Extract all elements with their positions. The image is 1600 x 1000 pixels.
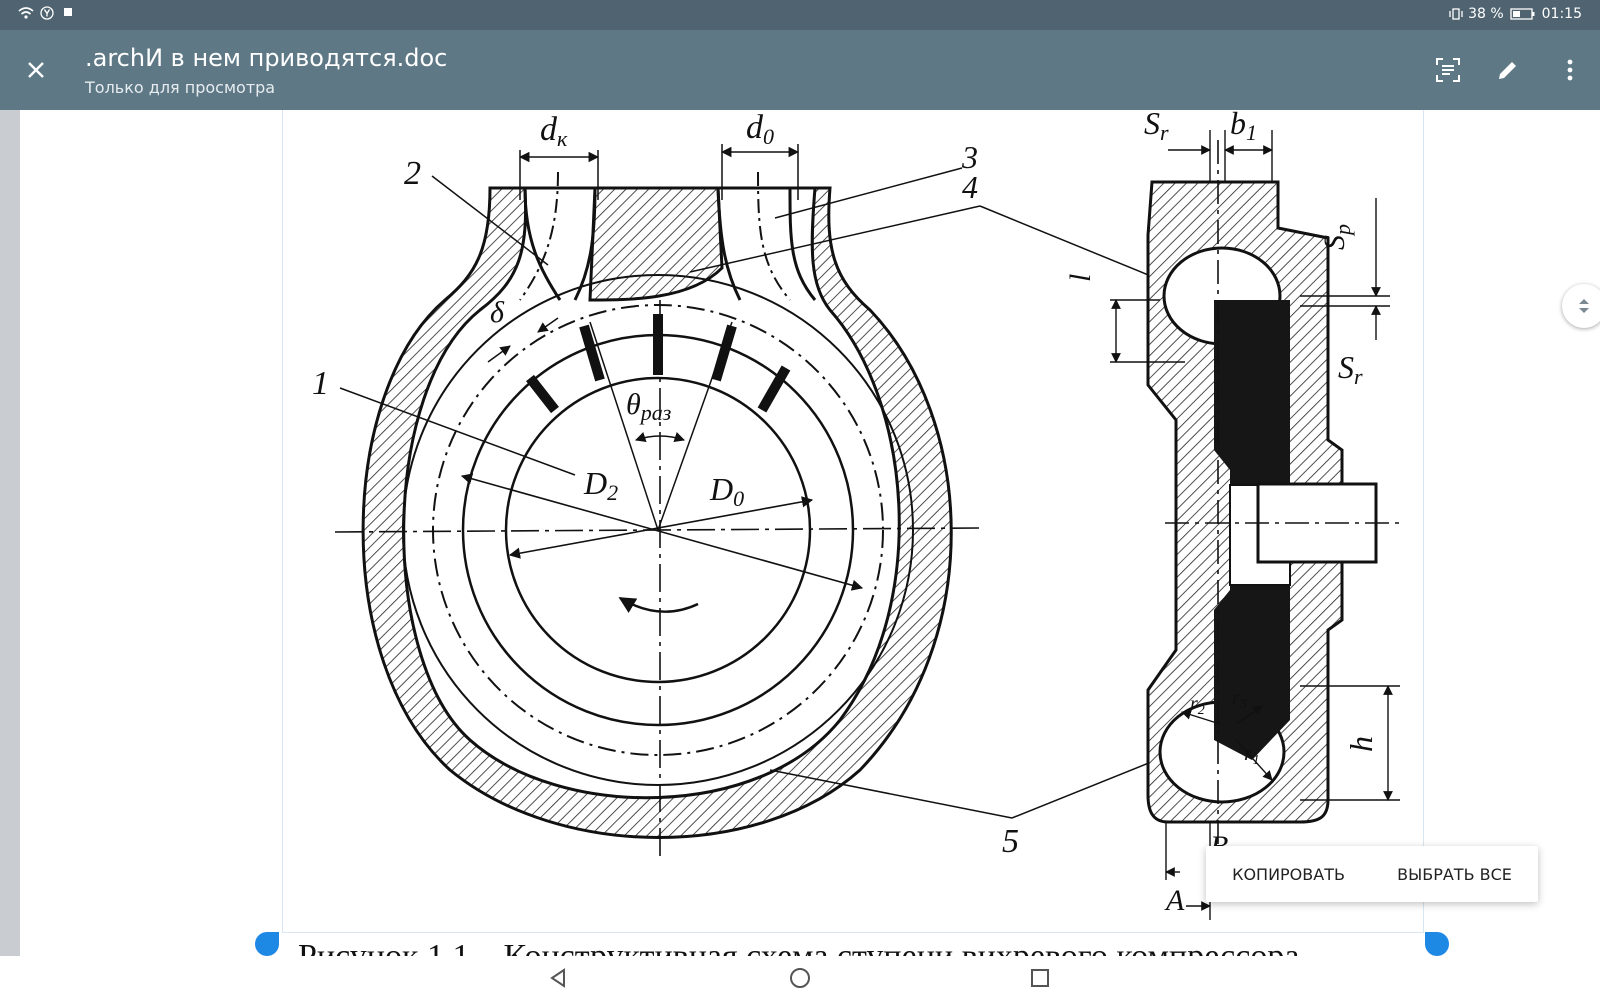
more-options-button[interactable] (1548, 48, 1592, 92)
notification-icon (62, 6, 76, 20)
document-mode: Только для просмотра (85, 78, 276, 97)
battery-percent: 38 % (1468, 6, 1504, 22)
casing-side-section (1110, 130, 1400, 920)
text-recognition-icon (1436, 58, 1460, 82)
label-r3: r3 (1232, 687, 1247, 712)
label-Sp: Sp (1318, 224, 1355, 250)
selection-handle-start[interactable] (255, 932, 279, 956)
yandex-icon (40, 6, 54, 20)
close-button[interactable] (14, 48, 58, 92)
label-3: 3 (961, 139, 978, 175)
label-dk: dк (540, 111, 568, 151)
select-all-button[interactable]: ВЫБРАТЬ ВСЕ (1397, 864, 1512, 884)
label-Sr-top: Sr (1144, 110, 1169, 145)
label-r2: r2 (1190, 693, 1205, 718)
wifi-icon (18, 6, 34, 20)
text-recognition-button[interactable] (1426, 48, 1470, 92)
recents-square-icon (1031, 969, 1049, 987)
label-delta: δ (490, 296, 505, 329)
label-2: 2 (404, 155, 421, 192)
close-icon (28, 62, 44, 78)
home-circle-icon (790, 968, 810, 988)
label-theta: θраз (626, 388, 671, 425)
status-left-icons (18, 6, 76, 20)
app-bar: .archИ в нем приводятся.doc Только для п… (0, 30, 1600, 110)
clock: 01:15 (1541, 6, 1582, 22)
label-r1: r1 (1244, 740, 1260, 768)
label-h: h (1343, 736, 1379, 752)
back-button[interactable] (540, 960, 576, 996)
selection-handle-end[interactable] (1425, 932, 1449, 956)
label-Sr-mid: Sr (1338, 349, 1363, 389)
document-title: .archИ в нем приводятся.doc (85, 44, 448, 72)
status-bar: 38 % 01:15 (0, 0, 1600, 30)
back-triangle-icon (550, 968, 565, 988)
label-5: 5 (1002, 823, 1019, 860)
edit-button[interactable] (1486, 48, 1530, 92)
label-l: l (1064, 274, 1097, 282)
copy-button[interactable]: КОПИРОВАТЬ (1232, 864, 1345, 884)
casing-front-view (334, 144, 1187, 862)
label-d0: d0 (746, 110, 774, 149)
text-selection-menu: КОПИРОВАТЬ ВЫБРАТЬ ВСЕ (1206, 846, 1538, 902)
label-1: 1 (312, 365, 329, 402)
battery-icon (1509, 7, 1536, 21)
drawing-labels: dк d0 2 3 4 1 5 δ θраз D2 D0 Sr b1 Sp l … (312, 110, 1379, 917)
edit-pencil-icon (1499, 62, 1516, 79)
label-b1: b1 (1230, 110, 1257, 145)
home-button[interactable] (782, 960, 818, 996)
vibrate-icon (1448, 7, 1463, 21)
compressor-drawing: dк d0 2 3 4 1 5 δ θраз D2 D0 Sr b1 Sp l … (312, 110, 1400, 920)
figure-selection-frame (282, 110, 1424, 933)
label-D0: D0 (709, 471, 744, 511)
status-right: 38 % 01:15 (1448, 6, 1582, 22)
label-A: A (1164, 884, 1185, 917)
scroll-updown-icon (1579, 299, 1589, 313)
label-4: 4 (962, 169, 978, 205)
recents-button[interactable] (1022, 960, 1058, 996)
label-D2: D2 (583, 465, 618, 505)
system-navigation-bar (0, 956, 1600, 1000)
more-vert-icon (1567, 59, 1573, 81)
fast-scroll-handle[interactable] (1562, 284, 1600, 328)
